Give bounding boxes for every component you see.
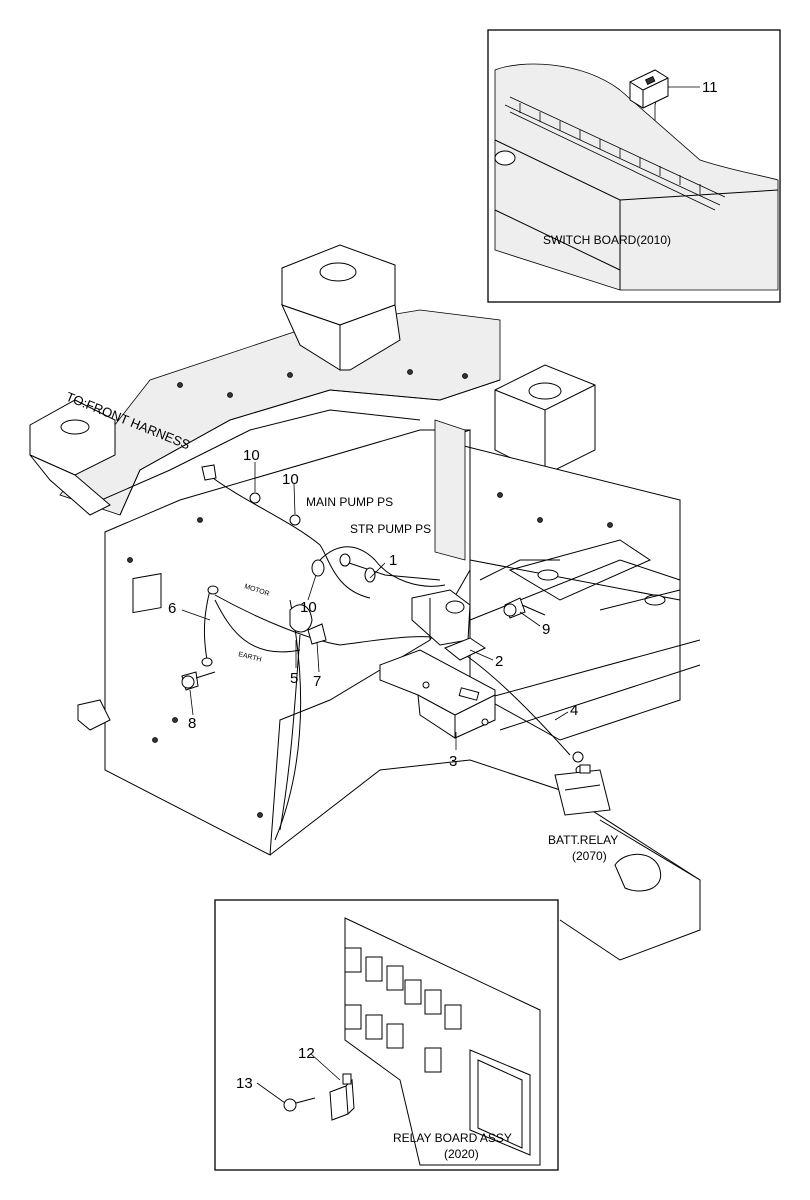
callout-8: 8 (188, 715, 196, 732)
callout-6: 6 (168, 600, 176, 617)
part-3-bracket (379, 649, 496, 739)
label-batt-relay-ref: (2070) (572, 849, 607, 863)
part-7-clip (307, 623, 327, 645)
relay-row-bottom (344, 1004, 442, 1073)
callout-12: 12 (298, 1045, 315, 1062)
part-6-earth-cable (201, 585, 301, 667)
relay-board-ref: (2020) (444, 1147, 479, 1161)
callout-10-a: 10 (243, 447, 260, 464)
switch-board-inset: SWITCH BOARD(2010) (487, 29, 781, 303)
machine-frame (29, 244, 701, 961)
label-str-pump-ps: STR PUMP PS (350, 522, 431, 536)
callout-9: 9 (542, 621, 550, 638)
part-13-screw (283, 1097, 316, 1112)
switch-board-caption: SWITCH BOARD(2010) (543, 233, 671, 247)
callout-7: 7 (313, 673, 321, 690)
callout-3: 3 (449, 753, 457, 770)
label-main-pump-ps: MAIN PUMP PS (306, 495, 393, 509)
battery-relay (554, 764, 611, 816)
callout-10-c: 10 (300, 599, 317, 616)
callout-10-b: 10 (282, 471, 299, 488)
part-10-clips (201, 464, 376, 583)
part-9-bolt (503, 597, 546, 619)
callout-2: 2 (495, 653, 503, 670)
part-11-switch (629, 69, 669, 109)
relay-row-top (344, 947, 462, 1030)
part-8-bolt (181, 671, 216, 691)
label-batt-relay: BATT.RELAY (548, 833, 618, 847)
callout-1: 1 (389, 552, 397, 569)
vent-grille (504, 96, 726, 211)
relay-board-caption: RELAY BOARD ASSY (393, 1131, 512, 1145)
callout-4: 4 (570, 702, 578, 719)
part-2-relay (444, 637, 487, 661)
callout-11: 11 (702, 79, 718, 96)
callout-5: 5 (290, 670, 298, 687)
relay-board-inset: RELAY BOARD ASSY (2020) (214, 899, 559, 1171)
part-5-cable (289, 604, 313, 633)
callout-13: 13 (236, 1075, 253, 1092)
part-12-relay (329, 1073, 355, 1121)
part-1-harness-bracket (411, 589, 471, 646)
